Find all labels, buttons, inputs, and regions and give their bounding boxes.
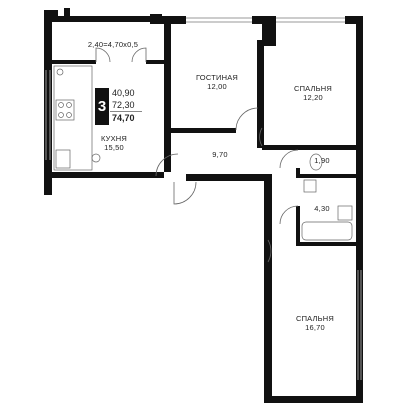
wall-top-balcony <box>52 16 167 22</box>
bedroom1-label: СПАЛЬНЯ 12,20 <box>278 84 348 102</box>
kitchen-label: КУХНЯ 15,50 <box>84 134 144 152</box>
bathroom-area: 4,30 <box>314 204 330 213</box>
stove-icon <box>55 99 75 121</box>
wall-hall-bottom <box>198 174 272 181</box>
wall-bottom <box>264 396 363 403</box>
wc-label: 1,90 <box>306 156 338 165</box>
bedroom1-area: 12,20 <box>303 93 323 102</box>
wall-top-right <box>345 16 357 24</box>
living-room-name: ГОСТИНАЯ <box>195 73 239 82</box>
wall-bath-left <box>296 206 300 246</box>
living-area-value: 40,90 <box>112 88 135 98</box>
door-bedroom1 <box>259 127 263 147</box>
wall-top-pier <box>262 16 276 46</box>
windows <box>45 17 362 380</box>
wall-right-lower <box>356 240 363 402</box>
bathroom-label: 4,30 <box>306 204 338 213</box>
radiator-icon <box>91 153 101 163</box>
total-area-value: 74,70 <box>110 111 142 124</box>
balcony-area: 2,40=4,70x0,5 <box>87 40 139 49</box>
kitchen-area: 15,50 <box>104 143 124 152</box>
door-balcony-right <box>131 47 147 63</box>
door-bath <box>279 205 299 225</box>
living-room-label: ГОСТИНАЯ 12,00 <box>182 73 252 91</box>
door-entrance <box>173 181 197 205</box>
wall-top-living-left <box>160 16 186 24</box>
wall-bedroom1-bottom <box>262 145 356 150</box>
wall-living-bedroom <box>257 40 264 148</box>
pillar-top <box>150 14 162 24</box>
wall-kitchen-living <box>164 22 171 172</box>
pillar-hall <box>186 174 198 181</box>
washer-icon <box>337 205 353 221</box>
washbasin-icon <box>303 179 317 193</box>
balcony-label: 2,40=4,70x0,5 <box>78 40 148 49</box>
kitchen-fixtures <box>53 65 101 171</box>
bedroom2-label: СПАЛЬНЯ 16,70 <box>280 314 350 332</box>
wall-stub <box>64 8 70 22</box>
wall-balcony-left <box>52 60 96 64</box>
wall-kitchen-bottom-b <box>150 172 164 178</box>
bath-fixtures <box>301 153 353 241</box>
wall-left-top <box>44 10 58 16</box>
door-wc <box>279 149 299 169</box>
wc-area: 1,90 <box>314 156 330 165</box>
room-count-badge: 3 <box>95 88 109 125</box>
area-without-balcony-value: 72,30 <box>112 100 135 110</box>
living-room-area: 12,00 <box>207 82 227 91</box>
bedroom2-area: 16,70 <box>305 323 325 332</box>
doors <box>95 47 299 263</box>
bathtub-icon <box>301 221 353 241</box>
wall-bath-bottom <box>296 242 356 246</box>
wall-left <box>44 14 52 195</box>
door-bedroom2 <box>267 239 272 263</box>
bedroom2-name: СПАЛЬНЯ <box>295 314 335 323</box>
kitchen-counter <box>53 65 93 171</box>
hall-label: 9,70 <box>200 150 240 159</box>
toilet-icon <box>309 153 323 171</box>
kitchen-sink-icon <box>56 68 64 76</box>
wall-right-upper <box>356 16 363 242</box>
wall-wc-bath <box>296 174 356 178</box>
door-living <box>235 107 259 131</box>
wall-wc-left-a <box>296 168 300 178</box>
wall-corridor-left <box>264 174 272 402</box>
walls <box>44 8 363 403</box>
hall-area: 9,70 <box>212 150 228 159</box>
fridge-icon <box>55 149 71 169</box>
kitchen-name: КУХНЯ <box>100 134 128 143</box>
bedroom1-name: СПАЛЬНЯ <box>293 84 333 93</box>
door-balcony-left <box>95 47 111 63</box>
wall-kitchen-bottom <box>52 172 156 178</box>
wall-balcony-right <box>146 60 168 64</box>
wall-living-bottom <box>170 128 236 133</box>
door-kitchen <box>155 153 179 177</box>
